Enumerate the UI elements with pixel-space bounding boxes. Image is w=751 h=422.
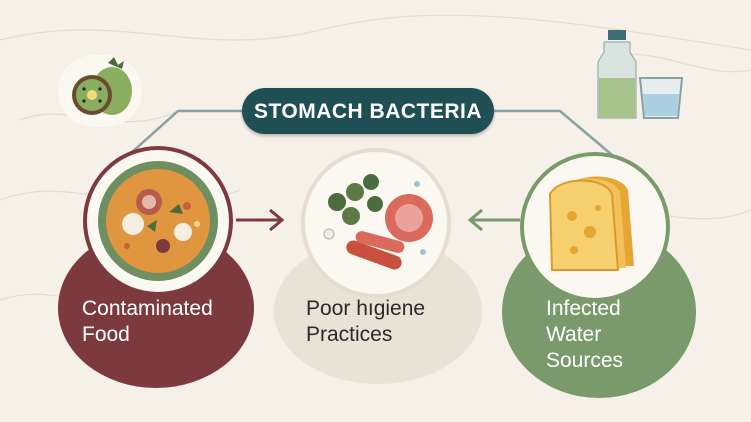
title-pill: STOMACH BACTERIA (242, 88, 494, 134)
water-glass-icon (638, 77, 684, 119)
label-poor-hygiene: Poor hıgiene Practices (306, 297, 426, 346)
food-circle (83, 146, 233, 296)
label-infected-water: Infected Water Sources (546, 297, 624, 372)
page-title: STOMACH BACTERIA (253, 100, 483, 123)
connector-right (494, 109, 619, 161)
food-bowl-icon (98, 161, 218, 281)
label-contaminated-food: Contaminated Food (82, 297, 213, 346)
bread-icon (548, 176, 634, 271)
kiwi-decoration (58, 55, 142, 127)
hygiene-circle (301, 148, 451, 298)
kiwi-icon (72, 57, 132, 115)
water-bottle-icon (597, 30, 637, 119)
water-circle (520, 152, 670, 302)
bacteria-icon (323, 174, 433, 270)
